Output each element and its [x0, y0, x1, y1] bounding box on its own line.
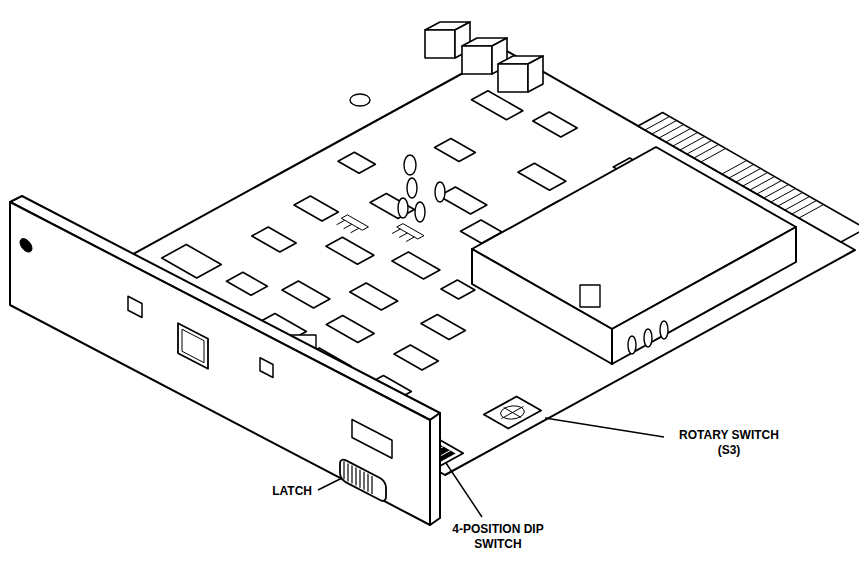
callout-label: 4-POSITION DIP SWITCH: [448, 522, 548, 552]
callout-label: ROTARY SWITCH (S3): [668, 428, 790, 458]
callout-label: LATCH: [270, 484, 314, 499]
leader-lines: [318, 418, 664, 517]
faceplate: [10, 196, 440, 525]
